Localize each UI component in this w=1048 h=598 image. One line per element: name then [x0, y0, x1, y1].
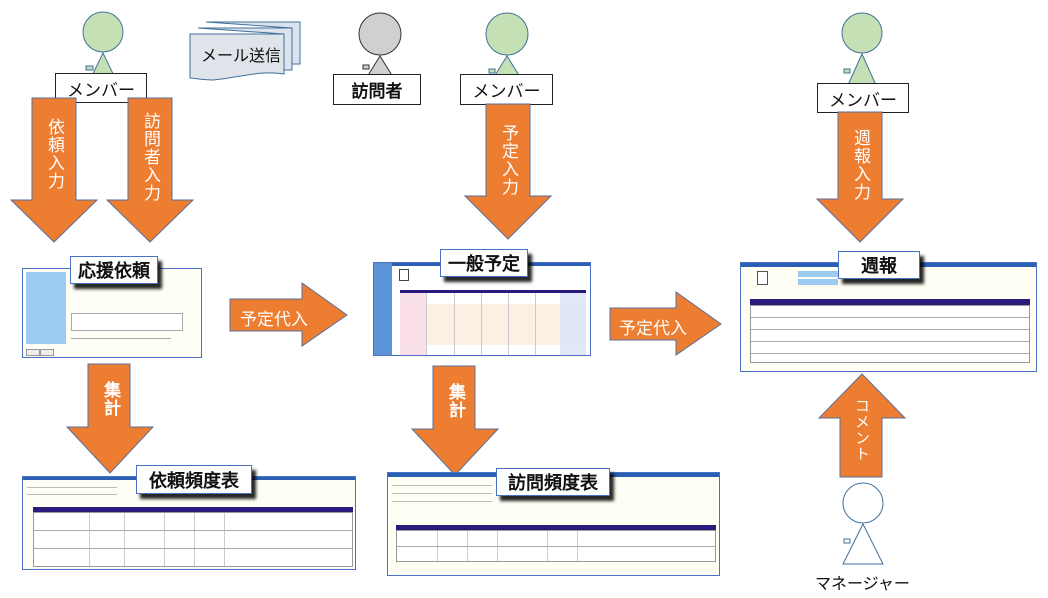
aggregate-label-1: 集計 — [100, 381, 120, 417]
support-request-screenshot — [22, 268, 202, 358]
manager-label: マネージャー — [815, 574, 910, 593]
weekly-input-label: 週報入力 — [850, 129, 870, 201]
visitor-label: 訪問者 — [333, 74, 421, 105]
general-schedule-screenshot — [373, 262, 591, 356]
member-right-label: メンバー — [817, 83, 909, 113]
weekly-report-title: 週報 — [838, 251, 920, 279]
assign-schedule-arrow-1 — [229, 282, 348, 347]
visitor-input-label: 訪問者入力 — [140, 112, 160, 202]
visitor-input-arrow — [105, 97, 195, 243]
request-input-label: 依頼入力 — [44, 118, 64, 190]
general-schedule-title: 一般予定 — [440, 249, 528, 277]
comment-arrow — [817, 373, 907, 478]
aggregate-arrow-1 — [65, 363, 155, 474]
assign-schedule-label-2: 予定代入 — [619, 319, 687, 339]
comment-label: コメント — [853, 398, 871, 462]
manager-figure — [842, 482, 884, 565]
visitor-figure — [358, 12, 402, 78]
request-input-arrow — [9, 97, 99, 243]
mail-stack-icon — [189, 21, 301, 81]
aggregate-label-2: 集計 — [445, 383, 465, 419]
support-request-title: 応援依頼 — [70, 256, 158, 284]
member-left-label: メンバー — [55, 73, 147, 103]
assign-schedule-arrow-2 — [609, 291, 722, 356]
assign-schedule-label-1: 予定代入 — [240, 310, 308, 330]
mail-send-label: メール送信 — [201, 46, 282, 65]
weekly-report-screenshot — [740, 262, 1037, 372]
member-center-label: メンバー — [460, 74, 553, 105]
member-right-figure — [841, 12, 883, 86]
aggregate-arrow-2 — [410, 365, 500, 476]
schedule-input-arrow — [463, 103, 553, 240]
member-center-figure — [485, 12, 529, 78]
request-frequency-title: 依頼頻度表 — [136, 465, 252, 494]
weekly-input-arrow — [815, 111, 905, 243]
visit-frequency-title: 訪問頻度表 — [496, 468, 610, 496]
request-frequency-screenshot — [22, 476, 356, 570]
schedule-input-label: 予定入力 — [498, 124, 518, 196]
